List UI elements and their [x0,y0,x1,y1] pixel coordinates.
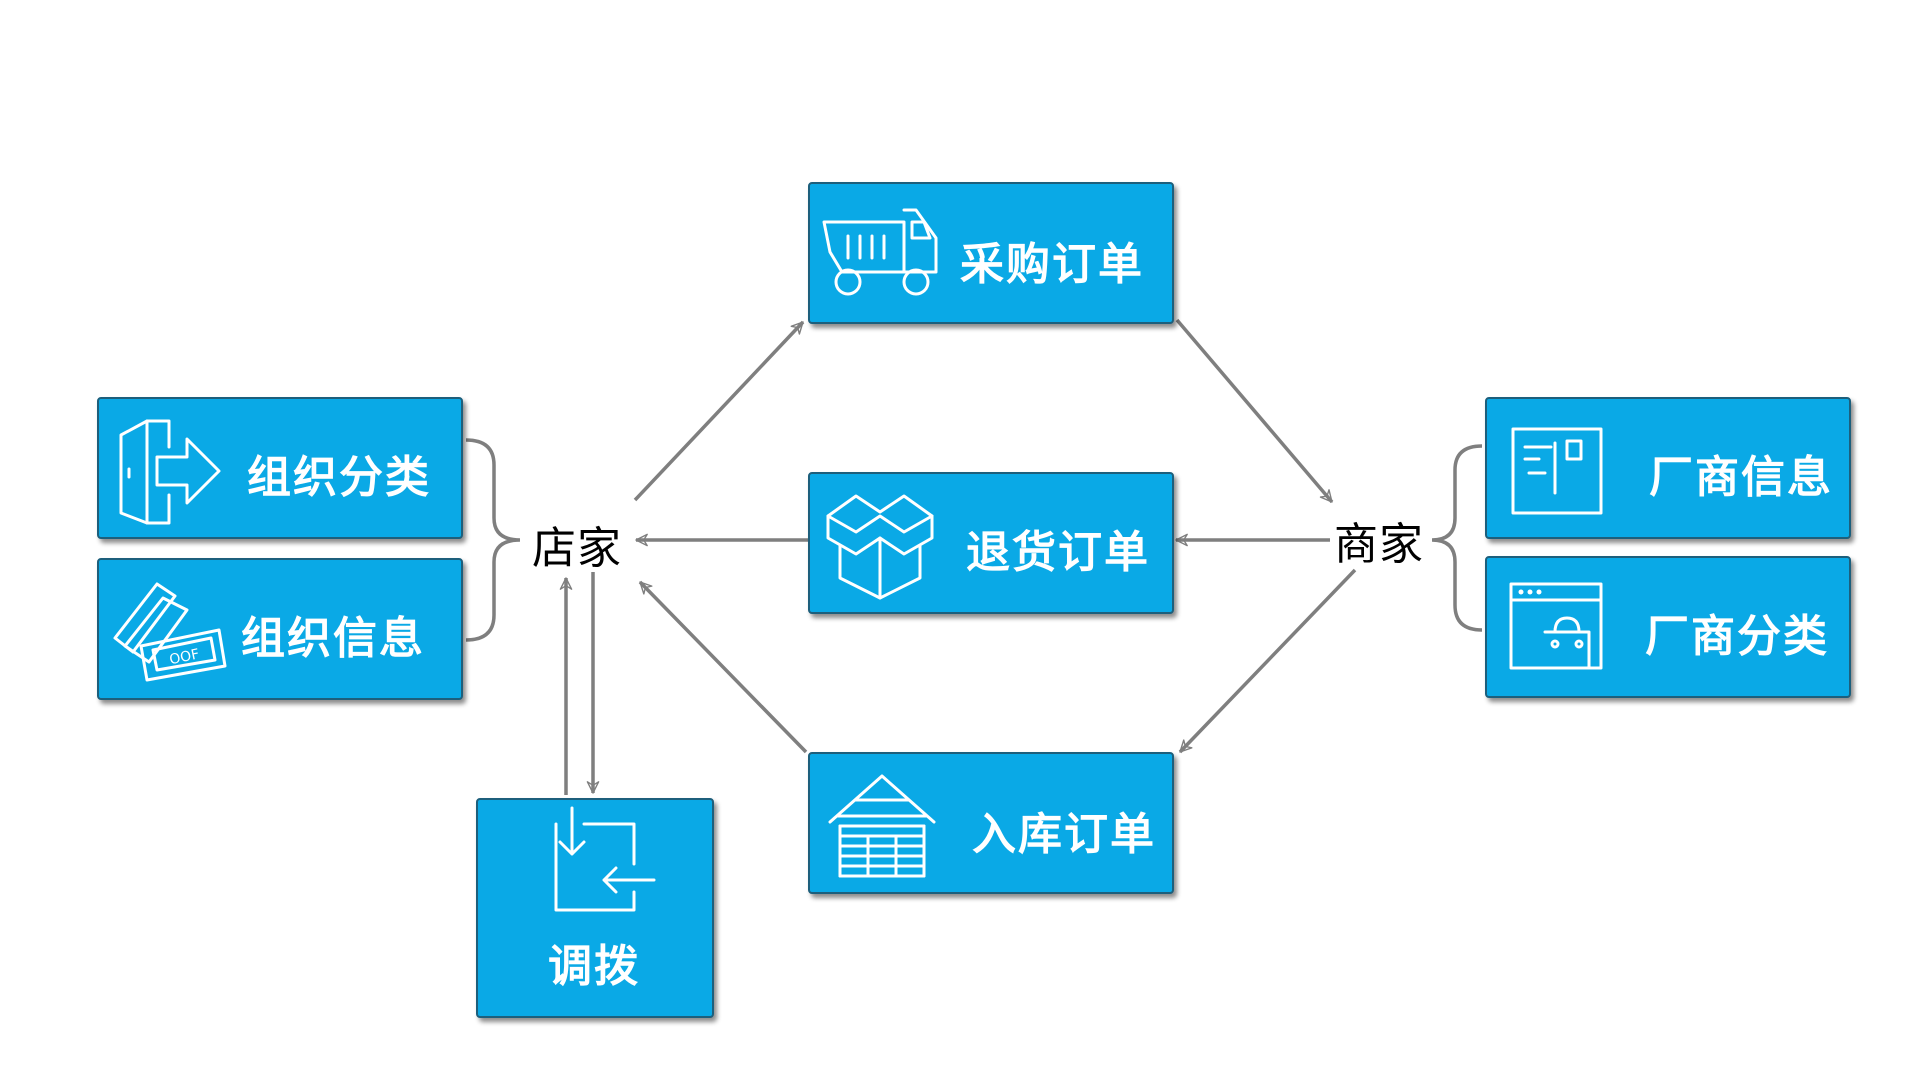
node-org-category-label: 组织分类 [247,452,431,503]
dump-truck-icon [822,208,938,296]
node-org-info-label: 组织信息 [241,613,425,664]
node-return-order-label: 退货订单 [966,527,1150,578]
node-inbound-order-label: 入库订单 [972,809,1156,860]
edge-purchase-to-merchant [1175,318,1334,504]
node-vendor-category[interactable]: 厂商分类 [1485,556,1851,698]
node-transfer-label: 调拨 [548,941,640,992]
brace-right [1431,444,1483,632]
node-vendor-info[interactable]: 厂商信息 [1485,397,1851,539]
node-org-category[interactable]: 组织分类 [97,397,463,539]
log-cabin-icon [828,774,936,878]
browser-bag-icon [1509,582,1603,670]
node-vendor-info-label: 厂商信息 [1649,452,1833,503]
node-transfer[interactable]: 调拨 [476,798,714,1018]
node-org-info[interactable]: OOF 组织信息 [97,558,463,700]
svg-text:OOF: OOF [168,646,201,668]
node-inbound-order[interactable]: 入库订单 [808,752,1174,894]
node-purchase-order-label: 采购订单 [960,239,1144,290]
transfer-arrows-icon [554,806,656,912]
open-box-icon [826,494,934,600]
hub-merchant: 商家 [1334,519,1424,570]
hub-store: 店家 [532,523,622,574]
door-arrow-icon [119,419,221,525]
edge-inbound-to-store [638,580,808,754]
node-vendor-category-label: 厂商分类 [1645,611,1829,662]
node-purchase-order[interactable]: 采购订单 [808,182,1174,324]
document-board-icon [1511,427,1603,515]
edge-store-to-purchase [633,320,805,502]
node-return-order[interactable]: 退货订单 [808,472,1174,614]
brace-left [465,438,521,642]
ticket-stack-icon: OOF [113,582,227,682]
edge-merchant-to-inbound [1178,568,1357,754]
